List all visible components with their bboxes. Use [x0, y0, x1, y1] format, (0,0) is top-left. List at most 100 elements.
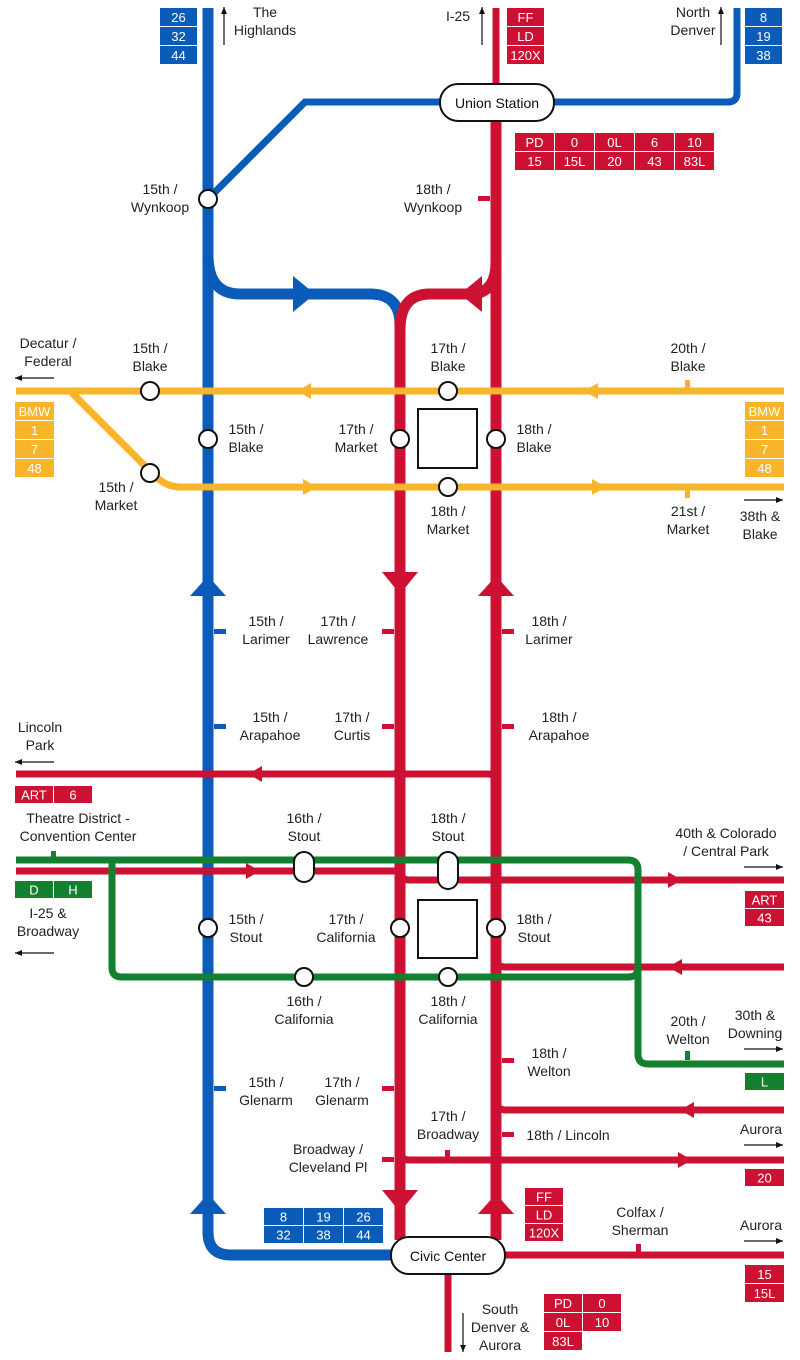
route-badge[interactable]: [15, 786, 53, 803]
stop-tick-broadway-cleveland[interactable]: [382, 1157, 394, 1162]
route-badge[interactable]: [304, 1226, 343, 1243]
route-badge[interactable]: [54, 786, 92, 803]
stop-18th-stout[interactable]: [486, 918, 506, 938]
route-badge[interactable]: [525, 1224, 563, 1241]
stop-tick-18th-wynkoop[interactable]: [478, 196, 490, 201]
stop-17th-california[interactable]: [390, 918, 410, 938]
stop-tick-15th-larimer[interactable]: [214, 629, 226, 634]
route-badge[interactable]: [745, 402, 784, 420]
route-badge[interactable]: [544, 1332, 582, 1350]
route-badge[interactable]: [304, 1208, 343, 1225]
route-badge[interactable]: [745, 440, 784, 458]
route-badge[interactable]: [15, 421, 54, 439]
stop-15th-blake-blue[interactable]: [198, 429, 218, 449]
stop-tick-colfax-sherman[interactable]: [636, 1244, 641, 1254]
stop-tick-17th-lawrence[interactable]: [382, 629, 394, 634]
stop-tick-17th-curtis[interactable]: [382, 724, 394, 729]
stop-tick-17th-glenarm[interactable]: [382, 1086, 394, 1091]
route-badge[interactable]: [507, 46, 544, 64]
stop-15th-stout[interactable]: [198, 918, 218, 938]
stop-18th-blake[interactable]: [486, 429, 506, 449]
route-badge[interactable]: [745, 891, 784, 908]
route-badge[interactable]: [745, 46, 782, 64]
stop-18th-california[interactable]: [438, 967, 458, 987]
direction-arrow-red-colorado: [668, 872, 682, 888]
route-badge[interactable]: [555, 152, 594, 170]
stop-tick-20th-blake[interactable]: [685, 380, 690, 390]
stop-17th-market[interactable]: [390, 429, 410, 449]
route-badge[interactable]: [160, 8, 197, 26]
route-badge[interactable]: [525, 1188, 563, 1205]
market17-label: 17th /Market: [335, 421, 378, 455]
route-badge-label: 8: [760, 10, 767, 25]
union-station-hub[interactable]: [439, 83, 555, 122]
route-badge[interactable]: [595, 133, 634, 151]
route-badge[interactable]: [264, 1226, 303, 1243]
route-badge[interactable]: [54, 881, 92, 898]
route-badge[interactable]: [583, 1294, 621, 1312]
route-badge[interactable]: [15, 440, 54, 458]
route-badge[interactable]: [745, 1073, 784, 1090]
route-badge[interactable]: [745, 459, 784, 477]
route-badge[interactable]: [583, 1313, 621, 1331]
route-badge[interactable]: [160, 46, 197, 64]
route-badge[interactable]: [15, 402, 54, 420]
stop-15th-wynkoop[interactable]: [198, 189, 218, 209]
route-badge[interactable]: [745, 909, 784, 926]
stop-15th-blake-yellow[interactable]: [140, 381, 160, 401]
label-line: Federal: [24, 353, 71, 369]
stop-16th-stout[interactable]: [293, 851, 315, 883]
route-badge[interactable]: [544, 1313, 582, 1331]
route-badge[interactable]: [555, 133, 594, 151]
label-line: 17th /: [324, 1074, 359, 1090]
stop-17th-blake-yellow[interactable]: [438, 381, 458, 401]
route-badge[interactable]: [745, 8, 782, 26]
stop-tick-18th-larimer[interactable]: [502, 629, 514, 634]
route-badge-label: PD: [554, 1296, 572, 1311]
route-badge[interactable]: [160, 27, 197, 45]
route-badge[interactable]: [595, 152, 634, 170]
civic-center-hub[interactable]: [390, 1236, 506, 1275]
label-line: Stout: [432, 828, 465, 844]
route-badge[interactable]: [635, 152, 674, 170]
route-badge[interactable]: [344, 1208, 383, 1225]
stop-16th-california[interactable]: [294, 967, 314, 987]
route-badge[interactable]: [507, 8, 544, 26]
route-badge[interactable]: [15, 881, 53, 898]
route-badge[interactable]: [515, 152, 554, 170]
red-line-connector: [394, 261, 502, 331]
route-badge[interactable]: [745, 27, 782, 45]
route-badge[interactable]: [15, 459, 54, 477]
stop-tick-theatre[interactable]: [51, 851, 56, 860]
stop-tick-15th-arapahoe[interactable]: [214, 724, 226, 729]
stop-tick-18th-lincoln[interactable]: [502, 1132, 514, 1137]
route-badge[interactable]: [675, 152, 714, 170]
route-badge[interactable]: [264, 1208, 303, 1225]
route-badge[interactable]: [745, 1265, 784, 1283]
stop-tick-17th-broadway[interactable]: [445, 1150, 450, 1159]
route-badge-label: PD: [525, 135, 543, 150]
route-badge[interactable]: [635, 133, 674, 151]
stop-tick-15th-glenarm[interactable]: [214, 1086, 226, 1091]
route-badge[interactable]: [745, 421, 784, 439]
label-line: Theatre District -: [26, 810, 130, 826]
route-badge[interactable]: [515, 133, 554, 151]
stop-tick-18th-arapahoe[interactable]: [502, 724, 514, 729]
stop-15th-market[interactable]: [140, 463, 160, 483]
route-badge[interactable]: [675, 133, 714, 151]
route-badge[interactable]: [544, 1294, 582, 1312]
label-line: Larimer: [242, 631, 290, 647]
direction-arrow-yellow-2: [584, 383, 598, 399]
stop-tick-21st-market[interactable]: [685, 488, 690, 498]
route-badge[interactable]: [745, 1284, 784, 1302]
route-badge[interactable]: [344, 1226, 383, 1243]
route-badge[interactable]: [525, 1206, 563, 1223]
route-badge[interactable]: [507, 27, 544, 45]
stop-18th-market[interactable]: [438, 477, 458, 497]
stop-tick-20th-welton[interactable]: [685, 1051, 690, 1060]
route-badge[interactable]: [745, 1169, 784, 1186]
stop-18th-stout-top[interactable]: [437, 851, 459, 890]
label-line: Welton: [527, 1063, 570, 1079]
stop-tick-18th-welton[interactable]: [502, 1058, 514, 1063]
